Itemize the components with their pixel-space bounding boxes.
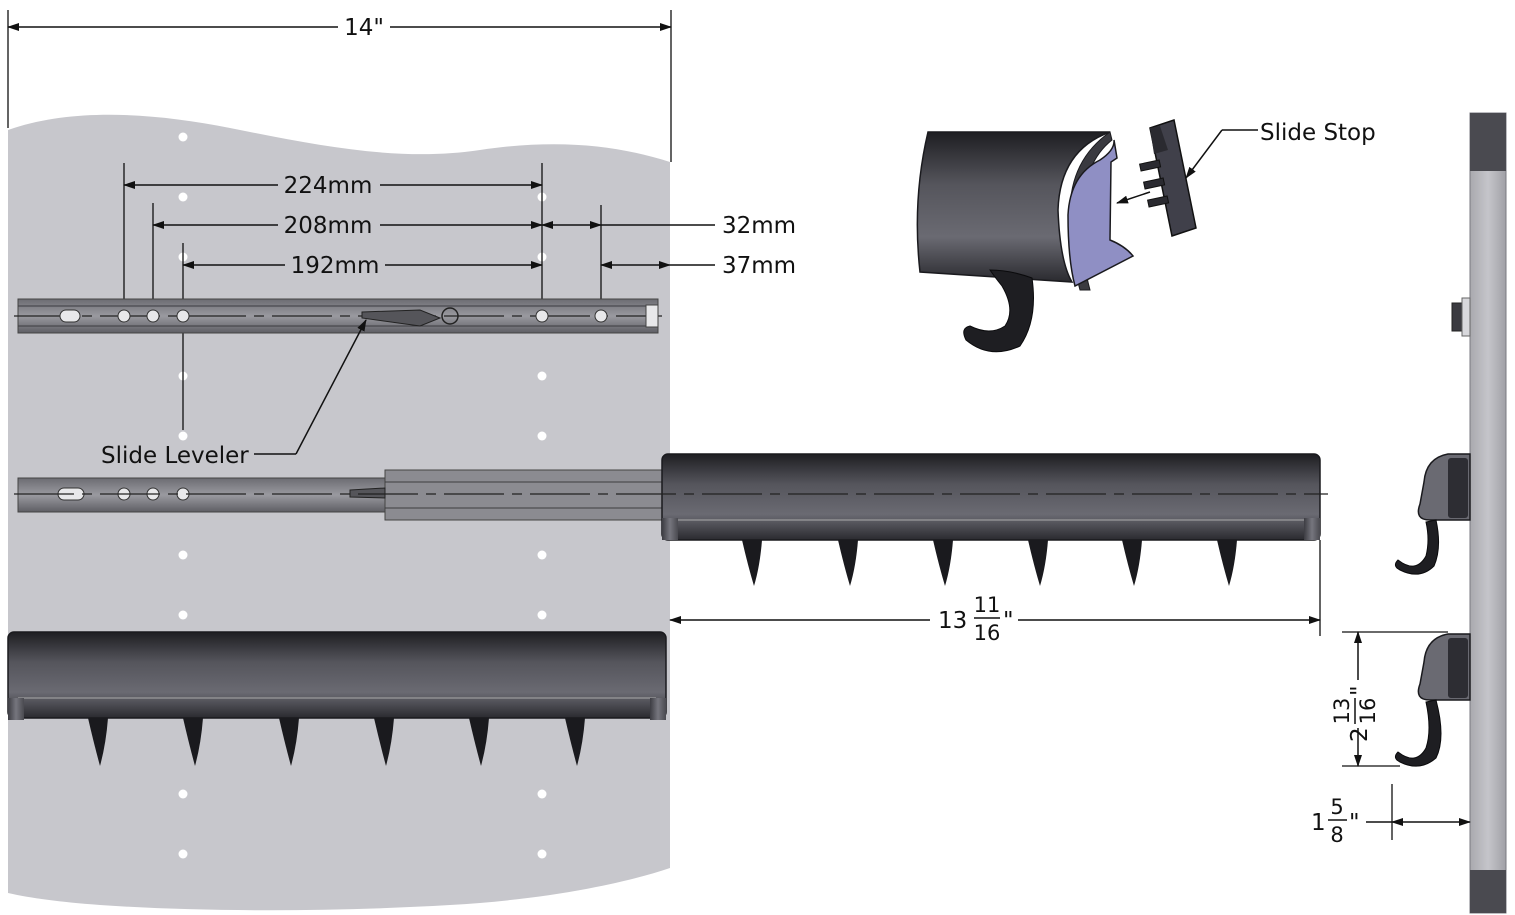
rack-length-numerator: 11	[974, 593, 1001, 617]
side-profile-upper	[1394, 453, 1471, 575]
rack-length-denominator: 16	[974, 621, 1001, 645]
dim-224: 224mm	[284, 173, 373, 199]
slide-stop-detail: Slide Stop	[916, 119, 1376, 353]
dim-37: 37mm	[722, 253, 796, 279]
height-denominator: 16	[1356, 698, 1380, 725]
rack-retracted	[7, 631, 667, 766]
dimension-rack-length: 13 11 16 "	[669, 540, 1321, 645]
rack-length-whole: 13	[938, 608, 967, 634]
height-numerator: 13	[1330, 698, 1354, 725]
depth-numerator: 5	[1330, 795, 1343, 819]
dim-208: 208mm	[284, 213, 373, 239]
side-profile-lower	[1394, 633, 1471, 767]
dim-192: 192mm	[291, 253, 380, 279]
side-stile	[1451, 112, 1507, 914]
width-label: 14"	[344, 15, 384, 41]
height-unit: "	[1347, 685, 1373, 696]
dimension-depth: 1 5 8 "	[1311, 784, 1471, 847]
depth-unit: "	[1349, 810, 1360, 836]
dimension-hole-spacing: 224mm 208mm 192mm 32mm 37mm	[123, 163, 796, 430]
depth-denominator: 8	[1330, 823, 1343, 847]
slide-rail-top	[14, 298, 662, 334]
rack-length-unit: "	[1003, 608, 1014, 634]
dimension-height: 2 13 16 "	[1330, 631, 1448, 767]
height-whole: 2	[1347, 727, 1373, 742]
dim-32: 32mm	[722, 213, 796, 239]
callout-slide-leveler: Slide Leveler	[101, 319, 367, 469]
slide-rail-extended	[17, 469, 676, 521]
depth-whole: 1	[1311, 810, 1326, 836]
slide-stop-label: Slide Stop	[1260, 120, 1376, 146]
slide-leveler-label: Slide Leveler	[101, 443, 249, 469]
panel-holes	[178, 132, 547, 859]
dimension-overall-width: 14"	[7, 10, 672, 162]
rack-extended	[661, 453, 1321, 586]
